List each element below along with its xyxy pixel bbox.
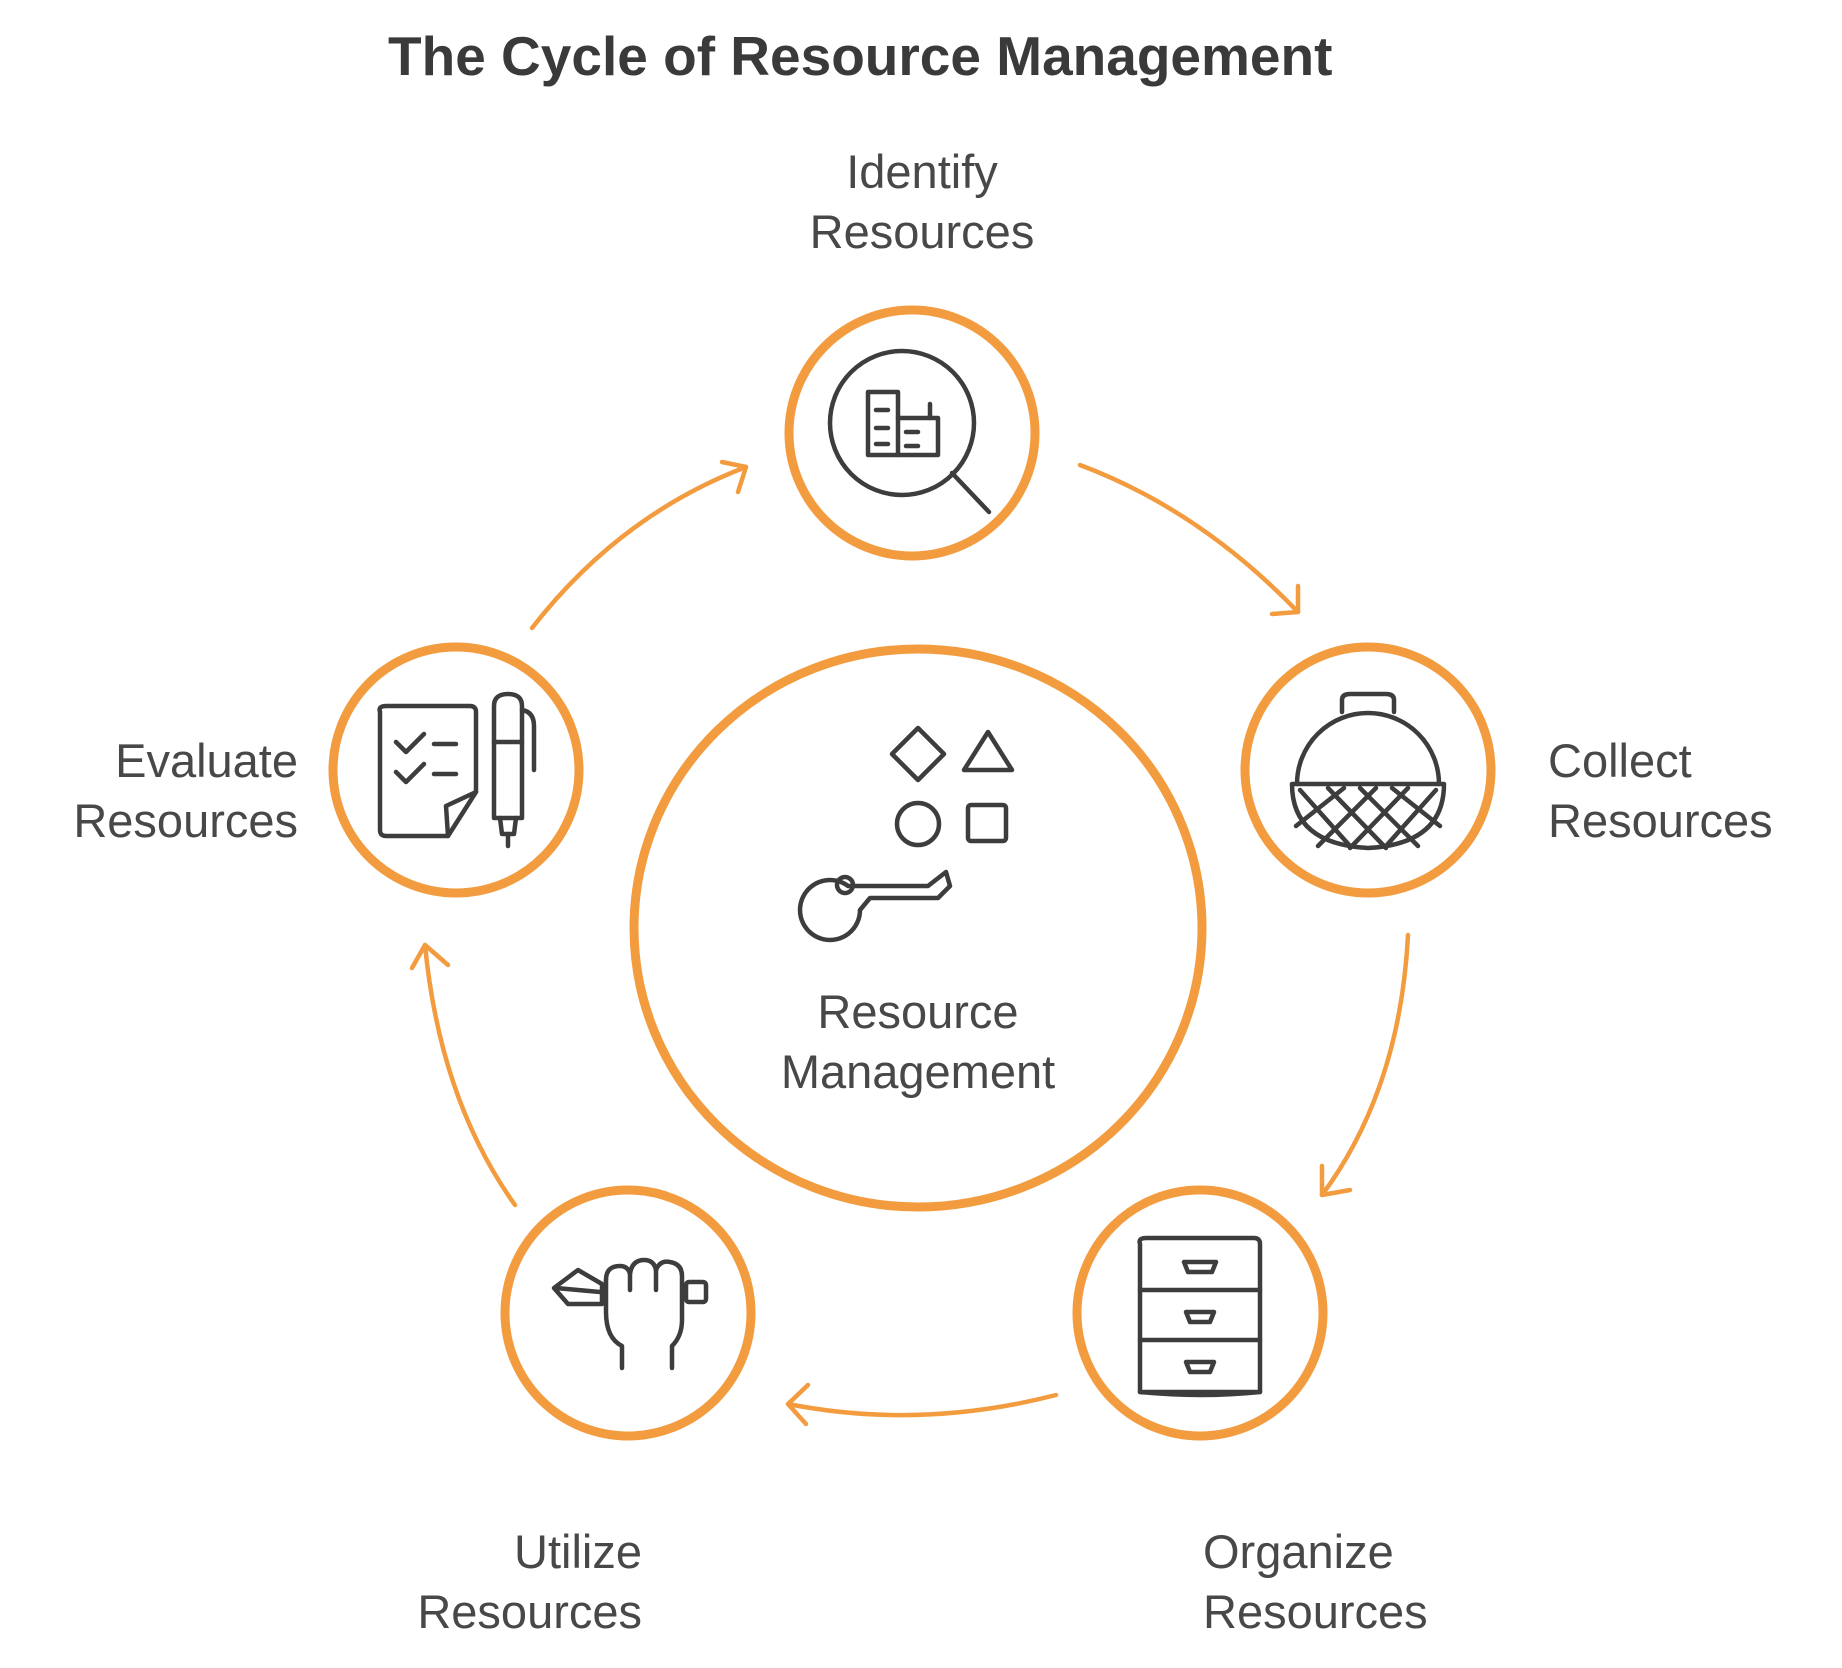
arrow-collect-to-organize [1319,932,1411,1198]
step-evaluate-label-line2: Resources [73,794,298,847]
basket-icon [1289,691,1447,851]
step-evaluate-ring [328,642,584,898]
page-title: The Cycle of Resource Management [388,25,1332,87]
arrow-organize-to-utilize [785,1382,1059,1427]
step-utilize-label-line2: Resources [417,1585,642,1638]
shapes-and-key-icon [797,725,1015,943]
step-identify: Identify Resources [784,145,1040,561]
step-organize-label-line2: Resources [1203,1585,1428,1638]
step-utilize-label-line1: Utilize [514,1525,642,1578]
step-utilize: Utilize Resources [417,1185,756,1638]
step-organize: Organize Resources [1072,1185,1428,1638]
center-label-line2: Management [781,1045,1055,1098]
step-collect: Collect Resources [1240,642,1773,898]
checklist-and-pen-icon [377,691,537,849]
arrow-evaluate-to-identify [529,459,749,631]
center-label-line1: Resource [817,985,1018,1038]
step-collect-label-line1: Collect [1548,734,1692,787]
hand-holding-tool-icon [551,1257,709,1371]
step-identify-label-line1: Identify [846,145,998,198]
step-collect-ring [1240,642,1496,898]
filing-cabinet-icon [1137,1235,1263,1398]
cycle-arrows [409,459,1411,1427]
arrow-utilize-to-evaluate [409,942,518,1208]
arrow-identify-to-collect [1077,462,1301,617]
center-ring [629,644,1207,1212]
step-collect-label-line2: Resources [1548,794,1773,847]
step-organize-label-line1: Organize [1203,1525,1394,1578]
magnifier-document-icon [827,348,992,515]
step-evaluate-label-line1: Evaluate [115,734,298,787]
center-node: Resource Management [629,644,1207,1212]
step-identify-label-line2: Resources [810,205,1035,258]
step-utilize-ring [500,1185,756,1441]
step-evaluate: Evaluate Resources [73,642,584,898]
